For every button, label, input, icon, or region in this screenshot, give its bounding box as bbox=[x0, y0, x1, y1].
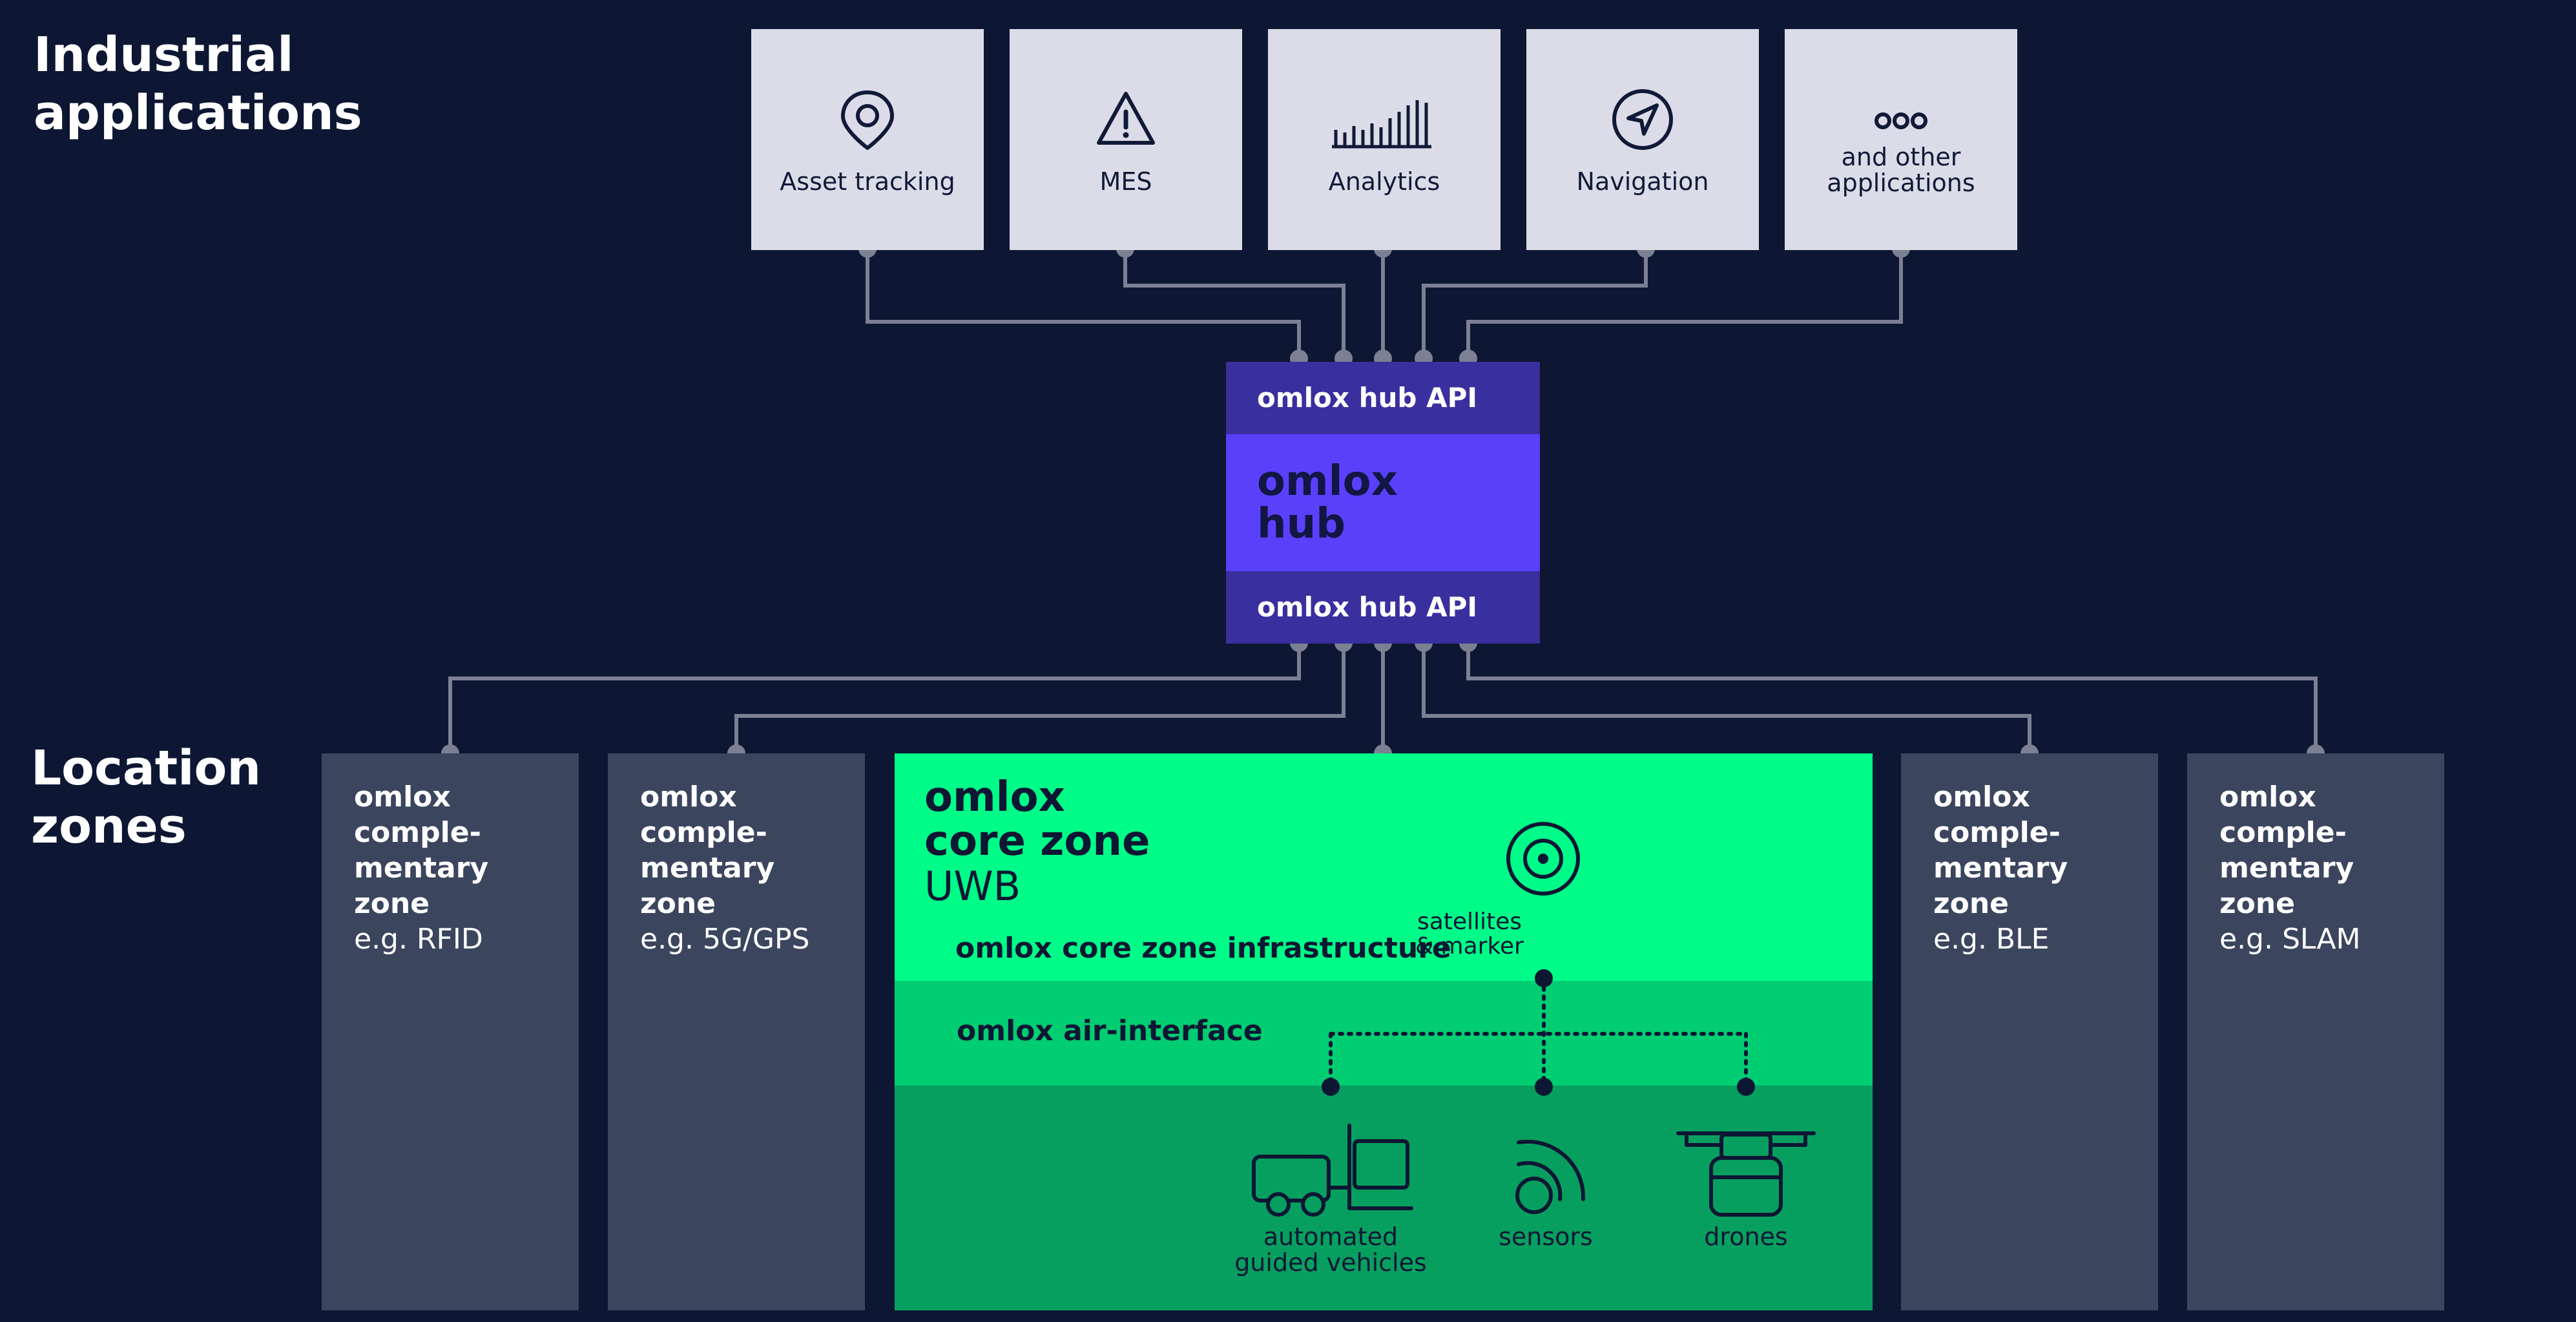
omlox-hub: omlox hub bbox=[1226, 434, 1540, 571]
forklift-icon bbox=[1252, 1124, 1413, 1217]
core-zone-title: omlox core zone bbox=[924, 773, 1150, 865]
marker-dot bbox=[1737, 1078, 1755, 1096]
zone-name: omlox comple- mentary zone bbox=[354, 781, 489, 920]
navigation-arrow-icon bbox=[1612, 89, 1673, 150]
zone-5g-gps[interactable]: omlox comple- mentary zone e.g. 5G/GPS bbox=[608, 753, 865, 1310]
app-label: Asset tracking bbox=[780, 167, 955, 196]
air-interface-label: omlox air-interface bbox=[957, 1014, 1263, 1047]
app-label: Analytics bbox=[1328, 167, 1440, 196]
app-analytics[interactable]: Analytics bbox=[1268, 29, 1501, 250]
zone-example: e.g. RFID bbox=[354, 923, 483, 956]
hub-api-bottom: omlox hub API bbox=[1226, 571, 1540, 644]
location-pin-icon bbox=[841, 90, 894, 150]
hub-api-top: omlox hub API bbox=[1226, 362, 1540, 434]
bar-chart-icon bbox=[1332, 100, 1431, 149]
connector-navigation bbox=[1422, 249, 1648, 359]
app-mes[interactable]: MES bbox=[1010, 29, 1242, 250]
satellites-label: satellites & marker bbox=[1415, 908, 1524, 960]
app-label: and other applications bbox=[1827, 143, 1975, 197]
zone-ble[interactable]: omlox comple- mentary zone e.g. BLE bbox=[1901, 753, 2158, 1310]
zone-example: e.g. 5G/GPS bbox=[640, 923, 810, 956]
zone-name: omlox comple- mentary zone bbox=[1933, 781, 2068, 920]
marker-dot bbox=[1535, 969, 1553, 987]
connector-zone-slam bbox=[1466, 643, 2318, 753]
warning-icon bbox=[1097, 92, 1155, 145]
connector-zone-5g bbox=[734, 643, 1345, 753]
connector-asset-tracking bbox=[866, 249, 1301, 359]
drone-icon bbox=[1676, 1131, 1816, 1217]
sensor-signal-icon bbox=[1515, 1139, 1586, 1214]
connector-zone-ble bbox=[1422, 643, 2031, 753]
zone-slam[interactable]: omlox comple- mentary zone e.g. SLAM bbox=[2187, 753, 2444, 1310]
core-infrastructure-label: omlox core zone infrastructure bbox=[955, 932, 1451, 965]
app-asset-tracking[interactable]: Asset tracking bbox=[751, 29, 984, 250]
connector-other-apps bbox=[1466, 249, 1903, 359]
ellipsis-icon bbox=[1875, 112, 1927, 129]
app-label: MES bbox=[1099, 167, 1152, 196]
app-other[interactable]: and other applications bbox=[1785, 29, 2017, 250]
connector-mes bbox=[1123, 249, 1345, 359]
app-label: Navigation bbox=[1576, 167, 1709, 196]
industrial-applications-title: Industrial applications bbox=[34, 27, 362, 141]
marker-dot bbox=[1322, 1078, 1340, 1096]
air-interface-links bbox=[1329, 976, 1748, 1089]
zone-name: omlox comple- mentary zone bbox=[640, 781, 775, 920]
marker-dot bbox=[1535, 1078, 1553, 1096]
core-infrastructure-band bbox=[895, 753, 1873, 981]
satellite-target-icon bbox=[1506, 822, 1580, 896]
core-zone-technology: UWB bbox=[924, 863, 1021, 910]
zone-example: e.g. BLE bbox=[1933, 923, 2050, 956]
core-zone-graphics bbox=[1252, 822, 1816, 1217]
drones-label: drones bbox=[1704, 1222, 1788, 1251]
app-navigation[interactable]: Navigation bbox=[1526, 29, 1759, 250]
location-zones-title: Location zones bbox=[31, 740, 262, 854]
zone-rfid[interactable]: omlox comple- mentary zone e.g. RFID bbox=[322, 753, 579, 1310]
zone-name: omlox comple- mentary zone bbox=[2219, 781, 2354, 920]
connector-zone-rfid bbox=[448, 643, 1301, 753]
zone-example: e.g. SLAM bbox=[2219, 923, 2361, 956]
agv-label: automated guided vehicles bbox=[1234, 1222, 1427, 1277]
core-zone[interactable]: omlox core zone UWB omlox core zone infr… bbox=[895, 753, 1873, 1310]
sensors-label: sensors bbox=[1499, 1222, 1593, 1251]
